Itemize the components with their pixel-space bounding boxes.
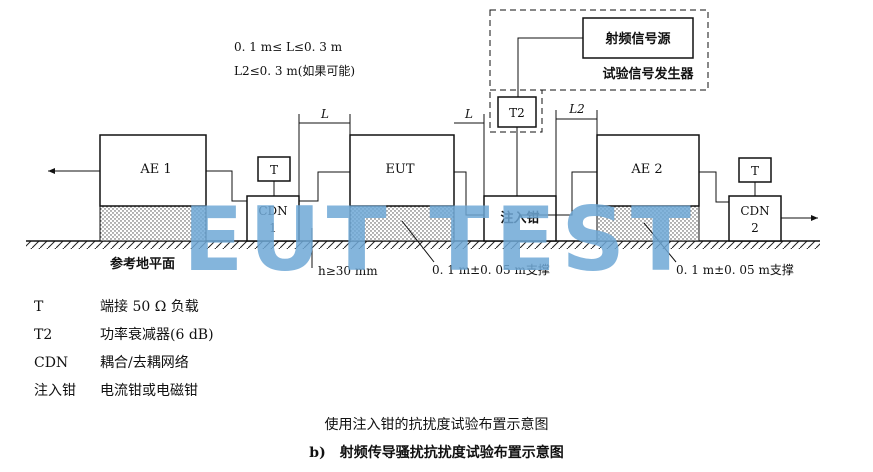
legend-desc: 端接 50 Ω 负载 xyxy=(100,299,199,315)
legend-key: CDN xyxy=(34,355,69,371)
support-left-leader xyxy=(401,220,435,263)
legend-desc: 功率衰减器(6 dB) xyxy=(100,327,214,343)
t-left-label: T xyxy=(270,163,278,177)
legend-row: T 端接 50 Ω 负载 xyxy=(34,298,434,326)
legend-key: T2 xyxy=(34,327,53,343)
figure-caption: 使用注入钳的抗扰度试验布置示意图 xyxy=(324,417,549,433)
clamp-to-ae2-cable xyxy=(520,171,597,216)
t2-dashed-box xyxy=(489,89,543,133)
clamp-label: 注入钳 xyxy=(500,210,539,226)
legend-desc: 电流钳或电磁钳 xyxy=(100,383,198,399)
ae2-to-cdn2-cable xyxy=(699,171,729,203)
reference-ground-hatch xyxy=(26,241,820,249)
support-left-label: 0. 1 m±0. 05 m支撑 xyxy=(432,262,550,277)
eut-support xyxy=(349,205,455,242)
condition-l: 0. 1 m≤ L≤0. 3 m xyxy=(234,40,343,54)
cdn1-to-eut-cable xyxy=(299,171,350,202)
rf-cable xyxy=(517,37,583,97)
watermark-logo: EUT TEST xyxy=(183,188,697,291)
ae1-to-cdn1-cable xyxy=(206,170,247,202)
ae2-support xyxy=(596,205,700,242)
clamp-box xyxy=(483,195,557,242)
generator-label: 试验信号发生器 xyxy=(602,66,694,82)
legend-key: 注入钳 xyxy=(34,383,76,399)
cdn1-label-bottom: 1 xyxy=(269,221,277,235)
ae2-label: AE 2 xyxy=(630,162,662,177)
cdn2-label-bottom: 2 xyxy=(751,221,759,235)
condition-l2: L2≤0. 3 m(如果可能) xyxy=(234,63,355,78)
t-right-box xyxy=(738,157,772,183)
dim-l-label: L xyxy=(320,107,329,121)
legend: T 端接 50 Ω 负载 T2 功率衰减器(6 dB) CDN 耦合/去耦网络 … xyxy=(34,298,434,410)
t2-label: T2 xyxy=(509,106,525,120)
figure-subcaption: b) 射频传导骚扰抗扰度试验布置示意图 xyxy=(309,445,564,461)
ae2-box xyxy=(596,134,700,207)
generator-dashed-box xyxy=(489,9,709,91)
height-label: h≥30 mm xyxy=(318,264,378,278)
cdn2-label-top: CDN xyxy=(740,204,769,218)
support-right-label: 0. 1 m±0. 05 m支撑 xyxy=(676,262,794,277)
ae1-label: AE 1 xyxy=(139,162,171,177)
eut-label: EUT xyxy=(385,162,414,177)
legend-desc: 耦合/去耦网络 xyxy=(100,355,189,371)
legend-row: 注入钳 电流钳或电磁钳 xyxy=(34,382,434,410)
ae1-support xyxy=(99,205,207,242)
t-right-label: T xyxy=(751,164,759,178)
rf-source-label: 射频信号源 xyxy=(604,31,670,47)
rf-source-box xyxy=(582,17,694,59)
ground-label: 参考地平面 xyxy=(110,256,175,272)
dim-l2-label: L2 xyxy=(568,102,585,116)
cdn1-label-top: CDN xyxy=(258,204,287,218)
cdn1-box xyxy=(246,195,300,242)
support-right-leader xyxy=(643,222,677,263)
ae1-box xyxy=(99,134,207,207)
eut-box xyxy=(349,134,455,207)
dim-l-small-label: L xyxy=(464,107,473,121)
legend-row: CDN 耦合/去耦网络 xyxy=(34,354,434,382)
legend-row: T2 功率衰减器(6 dB) xyxy=(34,326,434,354)
legend-key: T xyxy=(34,299,44,315)
t2-box xyxy=(497,96,537,128)
